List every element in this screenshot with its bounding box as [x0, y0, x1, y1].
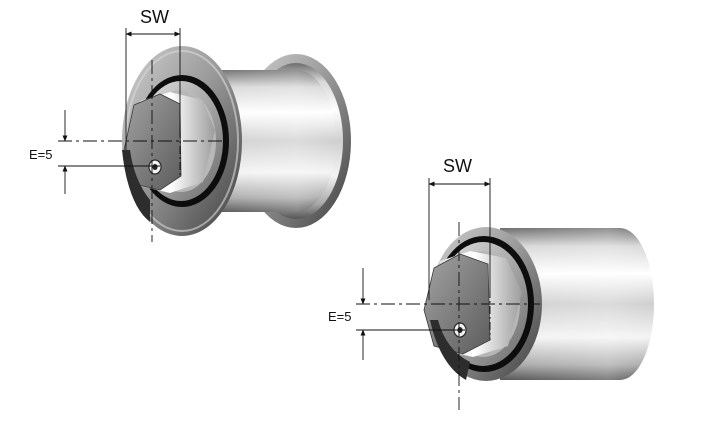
flanged-eccentricity-label: E=5 [29, 147, 53, 162]
plain-dimensions [356, 178, 540, 410]
flanged-width-label: SW [140, 7, 169, 27]
flanged-dimensions [58, 28, 228, 242]
flanged-roller [122, 46, 351, 236]
plain-eccentricity-label: E=5 [328, 309, 352, 324]
plain-width-label: SW [443, 156, 472, 176]
